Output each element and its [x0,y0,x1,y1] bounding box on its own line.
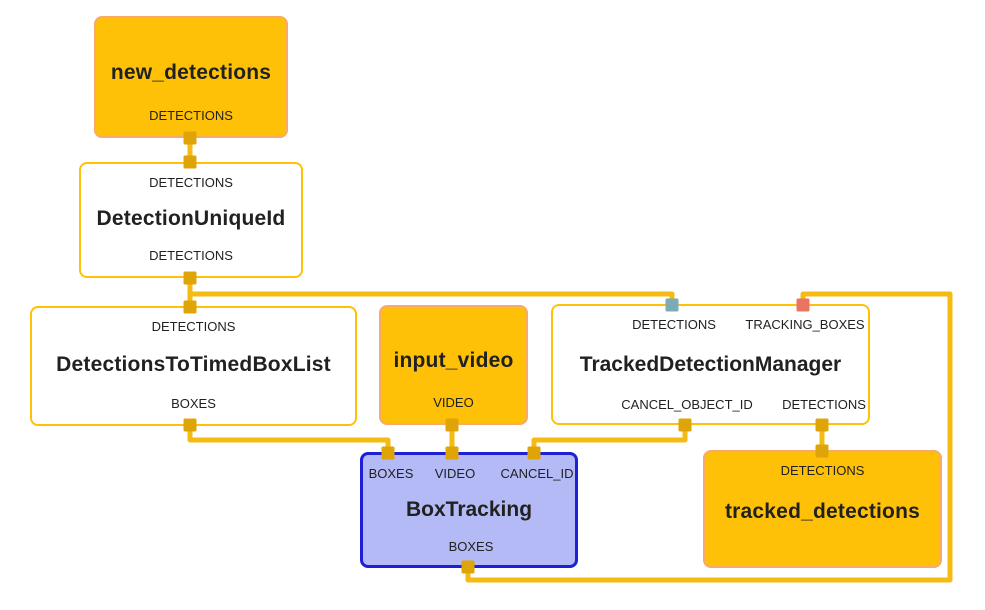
edge-detections-to-timed-box-list-to-box-tracking [187,424,391,453]
node-new-detections[interactable]: new_detections DETECTIONS [94,16,288,138]
port-box-tracking-video-in[interactable] [445,446,459,460]
node-title: DetectionUniqueId [96,206,286,230]
node-title: BoxTracking [405,498,533,521]
port-tracked-detections-in[interactable] [815,444,829,458]
port-label-detections-in: DETECTIONS [780,462,865,478]
port-label-detections-out: DETECTIONS [782,397,866,412]
node-title: DetectionsToTimedBoxList [56,352,331,376]
port-input-video-out[interactable] [445,418,459,432]
port-new-detections-out[interactable] [183,131,197,145]
node-spacer [705,540,940,566]
port-detections-to-timed-box-list-in[interactable] [183,300,197,314]
port-tracked-detection-manager-tracking-boxes-in[interactable] [796,298,810,312]
port-label-tracking-boxes-in: TRACKING_BOXES [745,317,865,332]
node-spacer [381,307,526,333]
port-detection-unique-id-out[interactable] [183,271,197,285]
node-title: tracked_detections [724,499,920,523]
port-tracked-detection-manager-detections-in[interactable] [665,298,679,312]
port-label-boxes-out: BOXES [448,539,494,554]
edge-tracked-detection-manager-to-box-tracking-cancel [531,423,688,453]
port-label-boxes-out: BOXES [171,395,216,411]
port-label-detections-out: DETECTIONS [149,107,233,123]
port-label-detections-out: DETECTIONS [149,247,233,263]
port-label-cancel-object-id-out: CANCEL_OBJECT_ID [621,397,753,412]
port-tracked-detection-manager-cancel-object-id-out[interactable] [678,418,692,432]
edge-box-tracking-feedback-to-tracking-boxes [465,291,953,583]
port-label-detections-in: DETECTIONS [149,174,233,190]
port-label-detections-in: DETECTIONS [632,317,716,332]
port-label-cancel-id-in: CANCEL_ID [500,466,574,481]
node-title: input_video [393,349,514,372]
port-box-tracking-boxes-in[interactable] [381,446,395,460]
node-title: new_detections [110,61,272,84]
port-detections-to-timed-box-list-out[interactable] [183,418,197,432]
node-title: TrackedDetectionManager [579,352,842,376]
node-tracked-detections[interactable]: DETECTIONS tracked_detections [703,450,942,568]
port-label-video-out: VIDEO [433,394,474,410]
node-tracked-detection-manager[interactable]: DETECTIONS TRACKING_BOXES TrackedDetecti… [551,304,870,425]
port-label-detections-in: DETECTIONS [151,318,236,334]
port-box-tracking-cancel-id-in[interactable] [527,446,541,460]
port-label-boxes-in: BOXES [368,466,414,481]
port-label-video-in: VIDEO [434,466,476,481]
port-box-tracking-boxes-out[interactable] [461,560,475,574]
node-spacer [96,18,286,44]
node-box-tracking[interactable]: BOXES VIDEO CANCEL_ID BoxTracking BOXES [360,452,578,568]
port-tracked-detection-manager-detections-out[interactable] [815,418,829,432]
node-detections-to-timed-box-list[interactable]: DETECTIONS DetectionsToTimedBoxList BOXE… [30,306,357,426]
node-detection-unique-id[interactable]: DETECTIONS DetectionUniqueId DETECTIONS [79,162,303,278]
port-detection-unique-id-in[interactable] [183,155,197,169]
node-input-video[interactable]: input_video VIDEO [379,305,528,425]
